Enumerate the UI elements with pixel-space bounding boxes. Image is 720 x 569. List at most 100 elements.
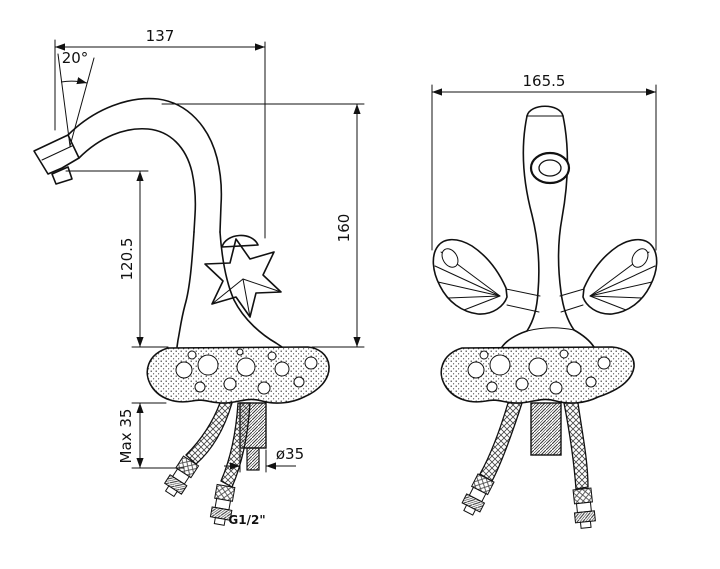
dim-overall-width-label: 165.5 bbox=[523, 72, 566, 90]
bubble bbox=[549, 381, 563, 395]
bubble bbox=[479, 350, 489, 360]
mounting-base-front bbox=[440, 346, 635, 404]
handle-knob-side bbox=[204, 234, 282, 318]
supply-hose bbox=[185, 402, 233, 465]
bubble bbox=[175, 361, 193, 379]
hose-fitting bbox=[163, 455, 200, 498]
body-left-edge bbox=[176, 231, 195, 348]
bubble bbox=[194, 381, 206, 393]
bubble bbox=[585, 376, 597, 388]
handle-spoke bbox=[242, 278, 282, 293]
column-right-edge bbox=[557, 115, 575, 331]
threaded-shank-front bbox=[530, 402, 562, 456]
handle-cap bbox=[221, 234, 259, 248]
bubble bbox=[236, 357, 256, 377]
handle-left-front bbox=[432, 238, 541, 315]
fitting-crimp bbox=[572, 487, 593, 505]
hose-fitting bbox=[572, 487, 596, 529]
thread-size-label: G1/2" bbox=[228, 513, 265, 527]
dimension-overall-height: 160 bbox=[161, 103, 365, 348]
handle-knob bbox=[582, 238, 658, 315]
aerator-outline bbox=[51, 166, 73, 185]
fitting-tip bbox=[463, 504, 477, 516]
aerator-face-line bbox=[41, 145, 73, 161]
handle-cap-face bbox=[631, 248, 649, 268]
hose-fitting bbox=[209, 483, 236, 526]
handle-knob bbox=[432, 238, 508, 315]
dim-spout-angle-label: 20° bbox=[62, 49, 89, 67]
handle-stem-line bbox=[505, 288, 541, 297]
side-view: 137 20° 120.5 160 Max 35 bbox=[33, 27, 365, 527]
dim-overall-height-label: 160 bbox=[335, 214, 353, 243]
handle-spoke bbox=[589, 265, 656, 297]
bubble bbox=[187, 350, 197, 360]
bubble-cluster bbox=[175, 348, 318, 395]
mounting-base-side bbox=[146, 346, 330, 404]
bubble bbox=[467, 361, 485, 379]
handle-spoke bbox=[589, 295, 643, 299]
fitting-tip bbox=[164, 485, 178, 498]
supply-hoses-front bbox=[461, 402, 596, 529]
angle-arc bbox=[60, 77, 88, 85]
handle-star bbox=[204, 238, 282, 318]
bubble bbox=[528, 357, 548, 377]
outlet-ring-inner bbox=[538, 159, 562, 177]
dim-mount-hole-diameter-label: ø35 bbox=[276, 445, 304, 463]
dim-height-to-outlet-label: 120.5 bbox=[118, 238, 136, 281]
fitting-tip bbox=[579, 520, 592, 529]
shank bbox=[530, 402, 562, 456]
bubble bbox=[304, 356, 318, 370]
bubble bbox=[197, 354, 219, 376]
angle-leg bbox=[57, 53, 71, 147]
handle-cap-face bbox=[441, 248, 459, 268]
bubble bbox=[597, 356, 611, 370]
bubble bbox=[236, 348, 244, 356]
bubble-cluster bbox=[467, 349, 611, 395]
handle-spoke bbox=[447, 295, 501, 299]
outlet-ring-outer bbox=[529, 151, 571, 185]
supply-hoses-side bbox=[163, 402, 251, 526]
column-left-edge bbox=[522, 115, 540, 332]
body-right-edge bbox=[219, 231, 283, 348]
dimension-spout-angle: 20° bbox=[57, 49, 95, 147]
angle-leg bbox=[69, 57, 95, 147]
bubble bbox=[486, 381, 498, 393]
spout-body bbox=[67, 97, 283, 348]
bell-left bbox=[501, 330, 528, 348]
handle-spoke bbox=[463, 295, 501, 311]
dimension-mount-hole-diameter: ø35 bbox=[224, 445, 304, 473]
spout-bottom-curve bbox=[78, 127, 197, 233]
dimension-max-mount-thickness: Max 35 bbox=[117, 402, 185, 469]
hose-fitting bbox=[461, 473, 495, 516]
dim-max-mount-thickness-label: Max 35 bbox=[117, 409, 135, 464]
handle-spoke bbox=[589, 295, 627, 311]
handle-stem-line bbox=[560, 304, 584, 313]
handle-spoke bbox=[434, 265, 501, 297]
handle-spoke bbox=[211, 278, 244, 305]
bubble bbox=[223, 377, 237, 391]
dimension-height-to-outlet: 120.5 bbox=[65, 170, 169, 348]
fitting-tip bbox=[213, 517, 226, 526]
spout-top-curve bbox=[67, 97, 223, 233]
bubble bbox=[566, 361, 582, 377]
handle-stem-line bbox=[506, 304, 540, 313]
bubble bbox=[267, 351, 277, 361]
dimension-spout-reach: 137 bbox=[54, 27, 266, 239]
bubble bbox=[489, 354, 511, 376]
handle-spoke bbox=[437, 281, 501, 297]
supply-hose bbox=[479, 402, 523, 482]
spout-dome bbox=[526, 105, 564, 117]
bubble bbox=[515, 377, 529, 391]
front-view: 165.5 bbox=[431, 72, 658, 529]
dim-spout-reach-label: 137 bbox=[146, 27, 175, 45]
spout-tip bbox=[33, 134, 80, 185]
handle-spoke bbox=[242, 278, 251, 318]
handle-stem-line bbox=[559, 288, 585, 297]
spout-front bbox=[501, 105, 595, 348]
spout-tip-outline bbox=[33, 134, 80, 175]
bubble bbox=[293, 376, 305, 388]
mounting-stud bbox=[246, 447, 260, 471]
mounting-base-outline bbox=[146, 346, 330, 404]
bell-right bbox=[573, 329, 595, 348]
